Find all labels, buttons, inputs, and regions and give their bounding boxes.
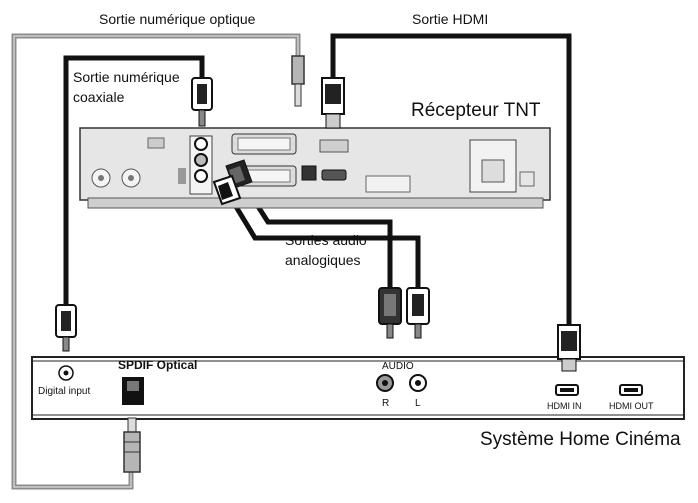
hdmi-cable — [330, 33, 572, 325]
rca-plug-white — [212, 174, 242, 206]
optical-cable-inner — [13, 35, 299, 488]
coax-cable — [63, 55, 205, 305]
coax-plug-top — [191, 77, 213, 127]
rca-left-socket — [194, 169, 208, 183]
audio-l-label: L — [415, 398, 421, 409]
rca-plug-bottom-red — [378, 287, 402, 339]
coax-output-label-line1: Sortie numérique — [73, 69, 180, 85]
spdif-optical-label: SPDIF Optical — [118, 358, 198, 372]
analog-audio-label-line2: analogiques — [285, 252, 361, 268]
audio-r-label: R — [382, 398, 390, 409]
hdmi-plug-bottom — [557, 324, 581, 372]
receiver-label: Récepteur TNT — [411, 100, 541, 121]
coax-output-label-line2: coaxiale — [73, 89, 125, 105]
hdmi-plug-top — [321, 77, 345, 129]
hdmi-out-label: HDMI OUT — [609, 401, 654, 411]
digital-input-label: Digital input — [38, 386, 91, 397]
hdmi-output-label: Sortie HDMI — [412, 11, 489, 27]
optical-socket — [301, 165, 317, 181]
coax-socket — [194, 137, 208, 151]
audio-label: AUDIO — [382, 361, 414, 372]
optical-plug-top — [291, 55, 305, 107]
optical-plug-bottom — [123, 417, 141, 473]
home-cinema-label: Système Home Cinéma — [480, 429, 681, 450]
hdmi-in-label: HDMI IN — [547, 401, 582, 411]
coax-plug-bottom — [55, 304, 77, 352]
audio-cable-white — [229, 198, 421, 290]
hdmi-socket — [321, 169, 347, 181]
rca-plug-bottom-white — [406, 287, 430, 339]
analog-audio-label-line1: Sorties audio — [285, 232, 367, 248]
optical-output-label: Sortie numérique optique — [99, 11, 256, 27]
tnt-receiver — [79, 127, 551, 209]
rca-right-socket — [194, 153, 208, 167]
